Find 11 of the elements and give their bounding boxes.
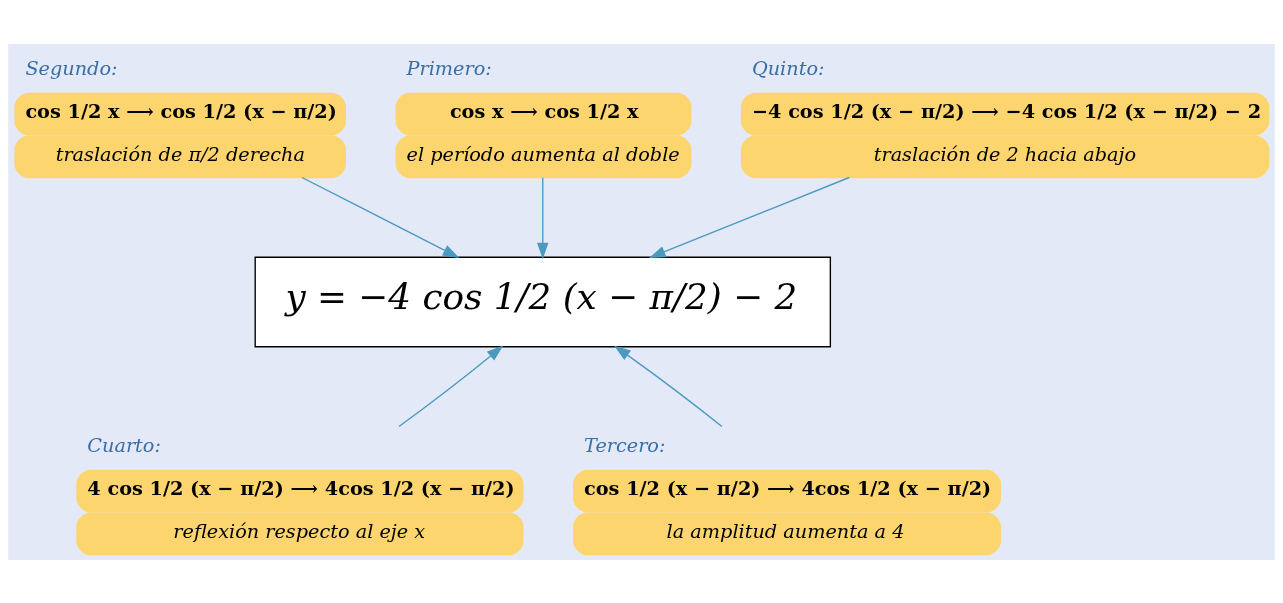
arrow <box>301 176 460 258</box>
arrow <box>649 176 850 258</box>
node-label: Primero: <box>406 56 492 80</box>
node-box: y = −4 cos 1/2 (x − π/2) − 2 <box>254 256 832 347</box>
node-label: Cuarto: <box>87 433 161 457</box>
arrow <box>614 345 723 427</box>
node-label: Segundo: <box>25 56 118 80</box>
node-label: Quinto: <box>751 56 825 80</box>
arrow <box>537 176 549 259</box>
arrow <box>398 345 504 427</box>
node-label: Tercero: <box>584 433 666 457</box>
